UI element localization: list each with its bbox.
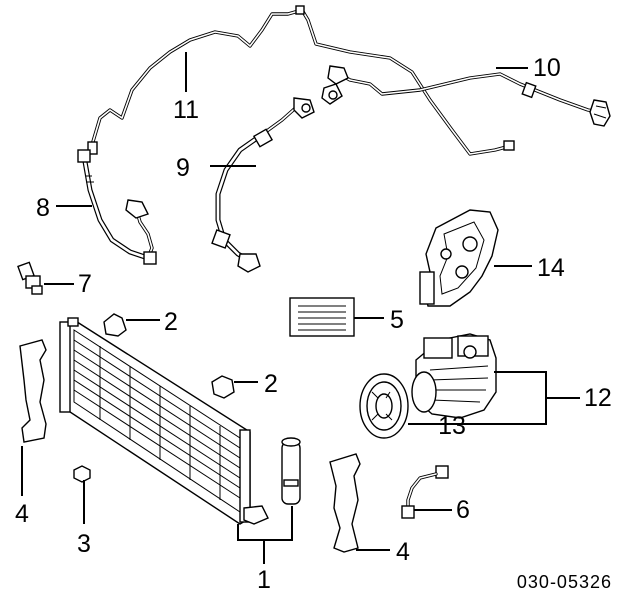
leader-lines xyxy=(21,52,580,564)
callout-2-upper: 2 xyxy=(164,308,178,336)
callout-4-left: 4 xyxy=(15,500,29,528)
diagram-code: 030-05326 xyxy=(517,572,612,592)
callout-6: 6 xyxy=(456,496,470,524)
sensor-6 xyxy=(401,465,449,519)
pipe-assembly-11 xyxy=(87,5,515,156)
hose-assembly-9 xyxy=(211,97,315,273)
callout-labels: 11 10 9 8 7 14 5 2 2 12 13 6 3 4 4 1 xyxy=(15,54,612,594)
compressor-12 xyxy=(411,333,497,419)
seal-4-right xyxy=(329,453,361,553)
bracket-2-lower xyxy=(211,375,235,399)
callout-2-lower: 2 xyxy=(264,370,278,398)
callout-5: 5 xyxy=(390,306,404,334)
pressure-switch-7 xyxy=(17,261,43,295)
compressor-bracket-14 xyxy=(419,209,499,307)
callout-12: 12 xyxy=(584,384,612,412)
callout-9: 9 xyxy=(176,154,190,182)
pipe-assembly-10 xyxy=(321,65,611,127)
callout-8: 8 xyxy=(36,194,50,222)
callout-3: 3 xyxy=(77,530,91,558)
seal-4-left xyxy=(19,339,47,443)
callout-14: 14 xyxy=(537,254,565,282)
callout-4-right: 4 xyxy=(396,538,410,566)
callout-10: 10 xyxy=(533,54,561,82)
callout-7: 7 xyxy=(78,270,92,298)
callout-11: 11 xyxy=(173,96,199,124)
nut-3 xyxy=(73,465,91,483)
hose-assembly-8 xyxy=(77,149,157,265)
clutch-pulley-13 xyxy=(359,373,409,439)
condenser-1 xyxy=(59,317,269,525)
callout-13: 13 xyxy=(438,412,466,440)
receiver-drier-1 xyxy=(281,437,301,505)
bracket-2-upper xyxy=(103,313,127,337)
label-plate-5 xyxy=(289,297,355,337)
callout-1: 1 xyxy=(257,566,271,594)
